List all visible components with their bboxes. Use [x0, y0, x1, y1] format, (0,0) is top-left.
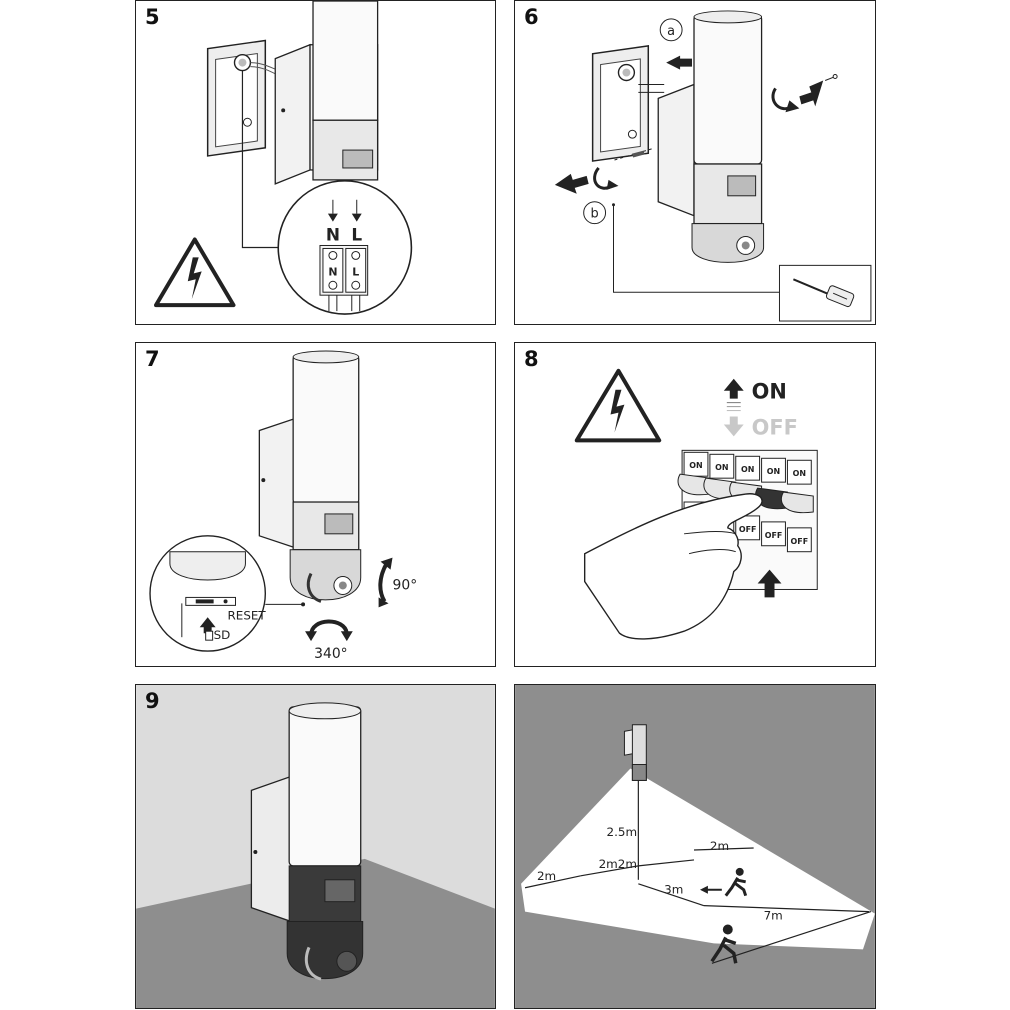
switch-off-5: OFF — [791, 537, 809, 546]
switch-on-1: ON — [689, 461, 702, 470]
step-number: 8 — [524, 347, 539, 371]
dist-label-5: 7m — [764, 909, 783, 923]
callout-b-circle — [583, 201, 607, 225]
screw-icon — [554, 147, 655, 194]
panel-detection-range: 2.5m 2m 2m2m 2m 3m 7m — [514, 684, 876, 1009]
wall-plate — [591, 45, 650, 162]
switch-on-3: ON — [741, 465, 754, 474]
switch-off-4: OFF — [765, 531, 783, 540]
on-label: ON — [752, 380, 787, 404]
panel-step-5: N L N L 5 — [135, 0, 496, 325]
lamp-body — [657, 10, 765, 263]
step-number: 6 — [524, 5, 539, 29]
panel-step-8: ON OFF ON ON ON ON ON OFF OFF — [514, 342, 876, 667]
mounting-illustration: a b — [554, 10, 872, 322]
callout-b: b — [591, 207, 599, 222]
off-arrow-icon — [723, 416, 744, 437]
lamp-body — [258, 350, 362, 603]
dist-label-2: 2m2m — [599, 857, 637, 871]
height-label: 2.5m — [607, 825, 638, 839]
dist-label-4: 3m — [664, 883, 683, 897]
switch-on-4: ON — [767, 467, 780, 476]
lamp-body — [274, 1, 379, 185]
tilt-angle: 90° — [393, 577, 418, 593]
switch-on-5: ON — [793, 469, 806, 478]
electric-warning-icon — [574, 368, 662, 443]
lamp-icon — [623, 724, 647, 781]
switch-on-2: ON — [715, 463, 728, 472]
installed-illustration — [136, 685, 495, 1008]
panel-step-6: a b 6 — [514, 0, 876, 325]
screwdriver-icon — [793, 278, 855, 308]
panel-step-7: 90° 340° RESET SD 7 — [135, 342, 496, 667]
terminal-top-n: N — [326, 225, 340, 245]
sd-label: SD — [214, 628, 231, 642]
wiring-illustration: N L N L — [154, 1, 413, 315]
terminal-block: N L N L — [319, 199, 369, 312]
detection-range-illustration: 2.5m 2m 2m2m 2m 3m 7m — [515, 685, 875, 1008]
wall-plate — [206, 39, 286, 157]
pan-arrow-icon — [305, 619, 353, 642]
screw-icon — [771, 74, 838, 113]
dist-label-1: 2m — [537, 869, 556, 883]
on-arrow-icon — [723, 378, 744, 412]
callout-a-circle — [659, 18, 683, 42]
terminal-block-n: N — [328, 265, 337, 278]
hand-icon — [583, 493, 763, 640]
terminal-block-l: L — [352, 265, 359, 278]
walking-person-icon — [699, 867, 748, 897]
step-number: 5 — [145, 5, 160, 29]
dist-label-3: 2m — [710, 839, 729, 853]
step-number: 7 — [145, 347, 160, 371]
electric-warning-icon — [154, 237, 236, 308]
arrow-icon — [666, 55, 693, 70]
off-label: OFF — [752, 415, 798, 439]
tilt-arrow-icon — [378, 557, 393, 608]
pan-angle: 340° — [314, 646, 348, 662]
adjustment-illustration: 90° 340° RESET SD — [149, 350, 418, 662]
lamp-body — [250, 702, 364, 981]
step-number: 9 — [145, 689, 160, 713]
switch-off-3: OFF — [739, 525, 757, 534]
callout-a: a — [667, 24, 675, 39]
power-on-illustration: ON OFF ON ON ON ON ON OFF OFF — [574, 368, 818, 640]
panel-step-9: 9 — [135, 684, 496, 1009]
detection-zone — [521, 768, 875, 950]
walking-person-icon — [710, 924, 738, 964]
reset-label: RESET — [228, 608, 267, 622]
camera-underside — [169, 551, 246, 641]
terminal-top-l: L — [351, 225, 362, 245]
